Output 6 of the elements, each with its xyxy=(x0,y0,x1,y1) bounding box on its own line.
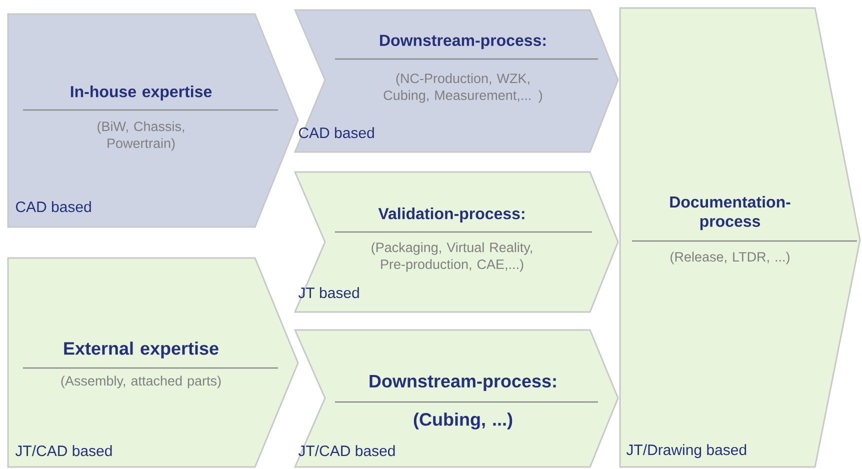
chevron-box: In-house expertise (BiW, Chassis, Powertrain) CAD based xyxy=(7,13,299,228)
chevron-box: Downstream-process: (Cubing, ...) JT/CAD based xyxy=(294,329,619,468)
chevron-box: External expertise (Assembly, attached parts) JT/CAD based xyxy=(7,257,299,468)
chevron-box: Downstream-process: (NC-Production, WZK, Cubing, Measurement,... ) CAD based xyxy=(294,9,619,153)
chevron-box: Validation-process: (Packaging, Virtual Reality, Pre-production, CAE,...) JT based xyxy=(294,171,619,313)
chevron-box: Documentation-process (Release, LTDR, ...) JT/Drawing based xyxy=(619,7,861,468)
